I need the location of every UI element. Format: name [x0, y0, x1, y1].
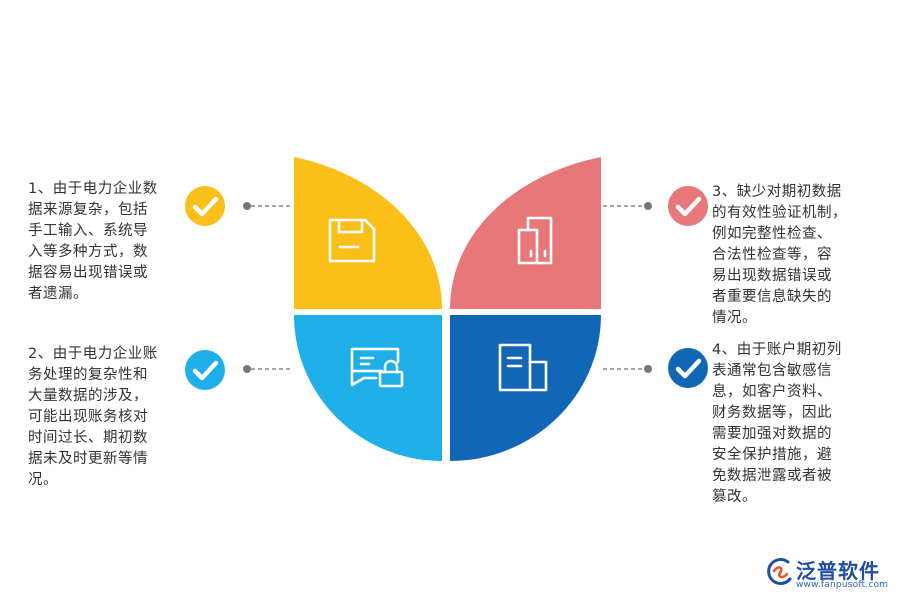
petal-3: [450, 157, 601, 309]
logo-name: 泛普软件: [796, 559, 880, 583]
check-icon-2: [185, 350, 225, 390]
petal-4: [450, 315, 601, 461]
logo-url: www.fanpusoft.com: [796, 580, 889, 590]
petal-2: [294, 315, 442, 461]
connector-1: [243, 202, 293, 210]
logo-mark-icon: [767, 557, 792, 585]
item-3-text: 3、缺少对期初数据 的有效性验证机制， 例如完整性检查、 合法性检查等，容 易出…: [712, 184, 847, 326]
save-icon: [328, 218, 376, 263]
document-icon: [498, 343, 548, 392]
item-4-text: 4、由于账户期初列 表通常包含敏感信 息，如客户资料、 财务数据等，因此 需要加…: [712, 342, 842, 505]
connector-2: [243, 365, 293, 373]
brand-logo: 泛普软件 www.fanpusoft.com: [766, 553, 896, 593]
item-2-text: 2、由于电力企业账 务处理的复杂性和 大量数据的涉及， 可能出现账务核对 时间过…: [28, 346, 158, 488]
item-1-text: 1、由于电力企业数 据来源复杂，包括 手工输入、系统导 入等多种方式，数 据容易…: [28, 181, 158, 302]
message-lock-icon: [350, 347, 404, 388]
petal-1: [294, 157, 442, 309]
check-icon-3: [668, 186, 708, 226]
connector-4: [603, 365, 652, 373]
check-icon-1: [185, 186, 225, 226]
check-icon-4: [668, 348, 708, 388]
connector-3: [603, 202, 652, 210]
copy-icon: [517, 216, 553, 265]
